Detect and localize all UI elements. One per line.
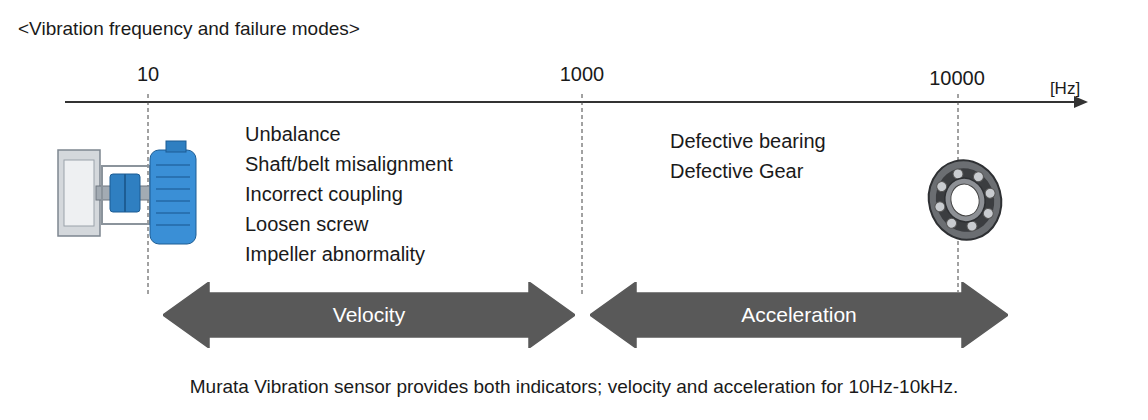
coupling-split — [124, 174, 126, 212]
motor-body — [150, 150, 196, 244]
motor-fins — [156, 165, 190, 225]
tick-label: 10000 — [929, 67, 985, 90]
bore — [947, 181, 982, 219]
range-arrow: Acceleration — [590, 282, 1008, 348]
range-label: Velocity — [163, 282, 575, 348]
failure-mode: Incorrect coupling — [245, 183, 403, 206]
failure-mode: Impeller abnormality — [245, 243, 425, 266]
inner-ring — [940, 174, 990, 227]
failure-mode: Defective Gear — [670, 160, 803, 183]
failure-mode: Loosen screw — [245, 213, 368, 236]
motor-illustration — [58, 141, 196, 244]
range-label: Acceleration — [590, 282, 1008, 348]
diagram-title: <Vibration frequency and failure modes> — [18, 18, 360, 40]
failure-mode: Shaft/belt misalignment — [245, 153, 453, 176]
tick-label: 1000 — [560, 63, 605, 86]
arrow-outline — [590, 282, 1008, 348]
bearing-illustration — [920, 152, 1010, 248]
rolling-elements — [927, 161, 1003, 239]
failure-mode: Defective bearing — [670, 130, 826, 153]
arrow-outline — [163, 282, 575, 348]
failure-mode: Unbalance — [245, 123, 341, 146]
tick-label: 10 — [137, 63, 159, 86]
range-arrow: Velocity — [163, 282, 575, 348]
axis-unit: [Hz] — [1050, 79, 1080, 99]
outer-ring — [920, 152, 1010, 248]
pump-housing-inner — [64, 160, 94, 226]
coupling-guard — [102, 166, 150, 224]
terminal-box — [166, 141, 186, 152]
frequency-axis — [65, 101, 1078, 103]
ball-track — [929, 162, 1002, 239]
guide-line — [582, 94, 583, 295]
diagram-caption: Murata Vibration sensor provides both in… — [190, 376, 958, 398]
pump-housing — [58, 150, 100, 236]
coupling — [110, 174, 140, 212]
